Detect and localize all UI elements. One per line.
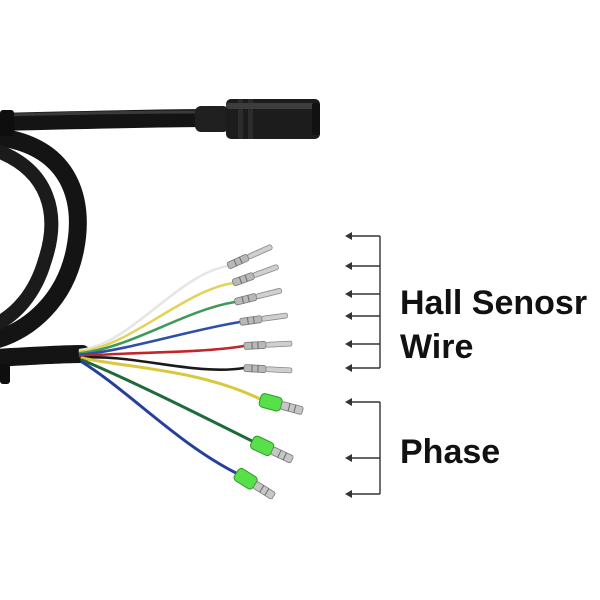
hall-pin-yellow bbox=[231, 264, 279, 287]
connector-ridge-2 bbox=[248, 99, 253, 139]
phase-terminal-green bbox=[250, 435, 294, 464]
hall-wire-green bbox=[78, 300, 237, 355]
hall-pin-green bbox=[234, 287, 283, 306]
arrow-6 bbox=[345, 364, 352, 372]
hall-sensor-label-line2: Wire bbox=[400, 328, 474, 366]
cable-tail bbox=[0, 345, 91, 367]
arrow-1 bbox=[345, 232, 352, 240]
wire-bundle bbox=[78, 244, 304, 500]
arrow-9 bbox=[345, 490, 352, 498]
connector-highlight bbox=[226, 103, 320, 109]
hall-pin-black bbox=[243, 364, 293, 374]
hall-bracket-arrows bbox=[345, 232, 352, 372]
cable-clip-bottom bbox=[0, 364, 10, 384]
hall-wire-yellow bbox=[78, 281, 235, 353]
phase-wire-green bbox=[80, 358, 256, 444]
phase-terminal-yellow bbox=[258, 393, 304, 415]
arrow-4 bbox=[345, 312, 352, 320]
hall-pin-red bbox=[243, 340, 293, 350]
phase-terminal-blue bbox=[233, 468, 276, 500]
phase-wire-blue bbox=[80, 360, 240, 476]
cable-loop-outer bbox=[0, 109, 214, 348]
phase-wire-yellow bbox=[80, 356, 264, 402]
cable-clip bbox=[0, 110, 14, 136]
hall-pin-white bbox=[226, 244, 273, 269]
arrow-8 bbox=[345, 454, 352, 462]
phase-bracket bbox=[347, 401, 381, 495]
hall-sensor-label-line1: Hall Senosr bbox=[400, 284, 588, 322]
arrow-7 bbox=[345, 398, 352, 406]
hall-pin-blue bbox=[239, 312, 289, 326]
hall-sensor-label: Hall Senosr Wire bbox=[400, 281, 587, 369]
phase-label: Phase bbox=[400, 433, 501, 471]
connector-sleeve bbox=[195, 106, 229, 132]
hall-wire-red bbox=[78, 344, 246, 358]
hall-wire-black bbox=[78, 356, 246, 372]
connector-ridge-1 bbox=[238, 99, 243, 139]
cable-loop-inner bbox=[0, 144, 59, 331]
connector-tip bbox=[312, 103, 320, 135]
main-cable bbox=[0, 109, 214, 367]
hall-bracket bbox=[347, 235, 381, 369]
connector-plug bbox=[195, 99, 320, 139]
arrow-2 bbox=[345, 262, 352, 270]
cable-highlight bbox=[3, 110, 202, 117]
arrow-5 bbox=[345, 340, 352, 348]
hall-wire-blue bbox=[78, 320, 242, 357]
hall-wire-white bbox=[78, 264, 230, 352]
arrow-3 bbox=[345, 290, 352, 298]
phase-bracket-arrows bbox=[345, 398, 352, 498]
